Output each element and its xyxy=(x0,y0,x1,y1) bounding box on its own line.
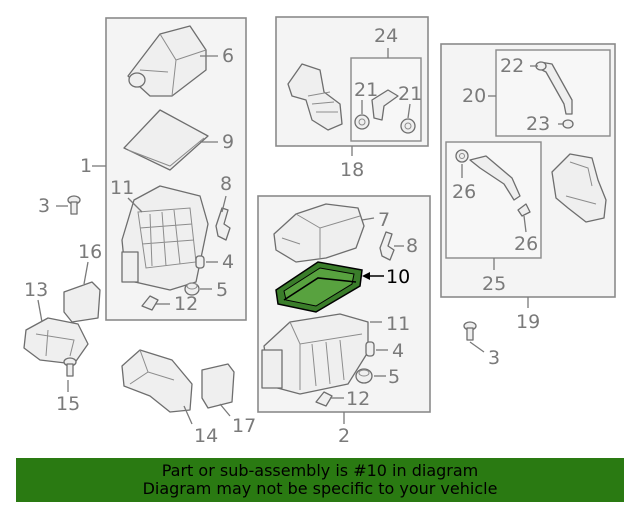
part-16-bracket xyxy=(63,281,101,323)
callout-18: 18 xyxy=(340,159,364,181)
part-6-air-cleaner-cover xyxy=(127,25,207,97)
callout-22: 22 xyxy=(500,55,524,77)
parts-diagram: 6 9 1 11 8 3 4 5 12 16 13 15 14 17 18 24… xyxy=(23,16,616,447)
part-12-clip-b xyxy=(315,391,333,407)
callout-24: 24 xyxy=(374,25,398,47)
callout-15: 15 xyxy=(56,393,80,415)
callout-3b: 3 xyxy=(488,347,500,369)
part-13-resonator xyxy=(23,317,89,365)
info-banner-line-2: Diagram may not be specific to your vehi… xyxy=(142,479,498,498)
callout-26b: 26 xyxy=(514,233,538,255)
callout-26a: 26 xyxy=(452,181,476,203)
callout-5a: 5 xyxy=(216,279,228,301)
part-24-hose xyxy=(371,89,399,121)
callout-2: 2 xyxy=(338,425,350,447)
part-12-clip xyxy=(141,295,159,311)
part-21-clamp-a xyxy=(354,114,370,130)
callout-8b: 8 xyxy=(406,235,418,257)
callout-8a: 8 xyxy=(220,173,232,195)
callout-3a: 3 xyxy=(38,195,50,217)
callout-4a: 4 xyxy=(222,251,234,273)
callout-25: 25 xyxy=(482,273,506,295)
part-8-bracket-b xyxy=(379,231,395,261)
part-17-bracket xyxy=(201,363,235,409)
callout-14: 14 xyxy=(194,425,218,447)
part-5-mount-b xyxy=(355,368,373,384)
callout-21b: 21 xyxy=(398,83,422,105)
callout-12a: 12 xyxy=(174,293,198,315)
part-3-bolt-b xyxy=(463,321,477,341)
callout-11b: 11 xyxy=(386,313,410,335)
callout-10: 10 xyxy=(386,266,410,288)
callout-5b: 5 xyxy=(388,366,400,388)
part-26-clip-b xyxy=(517,203,531,217)
callout-19: 19 xyxy=(516,311,540,333)
part-19-intake-duct xyxy=(551,153,607,223)
part-18-intake-hose xyxy=(287,63,343,131)
callout-13: 13 xyxy=(24,279,48,301)
callout-9: 9 xyxy=(222,131,234,153)
part-7-upper-cover xyxy=(273,203,365,263)
info-banner: Part or sub-assembly is #10 in diagram D… xyxy=(16,458,624,502)
leader-lines xyxy=(37,48,564,425)
part-15-bolt xyxy=(63,357,77,377)
part-9-filter xyxy=(123,109,209,171)
part-25-hose xyxy=(469,155,521,201)
callout-20: 20 xyxy=(462,85,486,107)
callout-12b: 12 xyxy=(346,388,370,410)
part-14-duct xyxy=(121,349,193,413)
callout-16: 16 xyxy=(78,241,102,263)
part-3-bolt xyxy=(67,195,81,215)
callout-11a: 11 xyxy=(110,177,134,199)
part-23-clamp xyxy=(562,119,574,129)
callout-7: 7 xyxy=(378,209,390,231)
part-10-air-filter xyxy=(275,261,363,313)
info-banner-line-1: Part or sub-assembly is #10 in diagram xyxy=(161,461,479,480)
part-5-mount xyxy=(184,282,200,296)
callout-23: 23 xyxy=(526,113,550,135)
part-21-clamp-b xyxy=(400,118,416,134)
part-4-grommet-b xyxy=(365,341,375,357)
part-11-lower-housing-b xyxy=(261,313,369,395)
callout-17: 17 xyxy=(232,415,256,437)
callout-21a: 21 xyxy=(354,79,378,101)
group-box-20 xyxy=(495,49,611,137)
part-26-clamp-a xyxy=(455,149,469,163)
callout-6: 6 xyxy=(222,45,234,67)
callout-1: 1 xyxy=(80,155,92,177)
callout-4b: 4 xyxy=(392,340,404,362)
part-4-grommet xyxy=(195,255,205,269)
part-11-lower-housing xyxy=(121,185,209,291)
